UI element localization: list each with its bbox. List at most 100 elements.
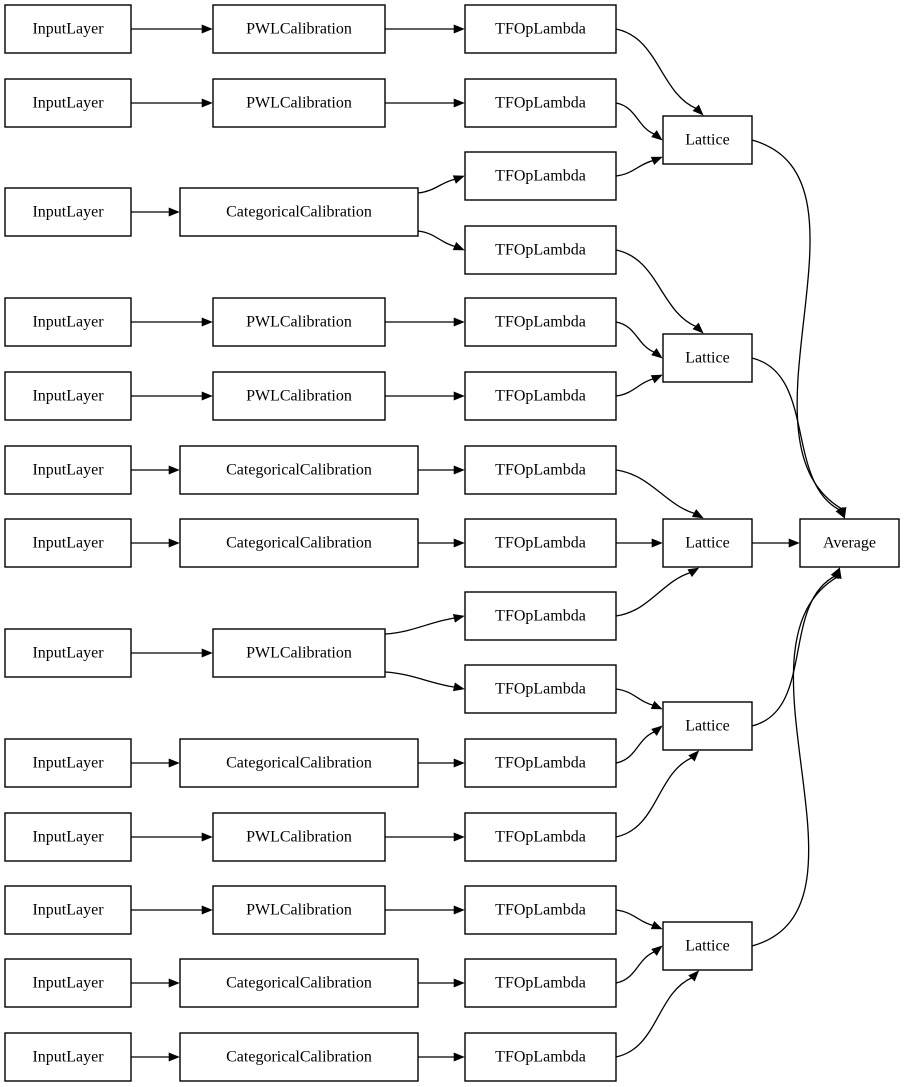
node-pwlcalibration-cal2[interactable]: PWLCalibration (212, 78, 386, 128)
node-box[interactable] (4, 4, 132, 54)
node-tfoplambda-tf13[interactable]: TFOpLambda (464, 885, 617, 935)
node-box[interactable] (799, 518, 900, 568)
node-lattice-lat1[interactable]: Lattice (662, 115, 753, 165)
node-box[interactable] (662, 518, 753, 568)
node-inputlayer-in1[interactable]: InputLayer (4, 4, 132, 54)
node-box[interactable] (4, 518, 132, 568)
node-tfoplambda-tf12[interactable]: TFOpLambda (464, 812, 617, 862)
node-inputlayer-in5[interactable]: InputLayer (4, 371, 132, 421)
node-box[interactable] (179, 1032, 419, 1082)
node-tfoplambda-tf8[interactable]: TFOpLambda (464, 518, 617, 568)
node-inputlayer-in10[interactable]: InputLayer (4, 812, 132, 862)
node-tfoplambda-tf5[interactable]: TFOpLambda (464, 297, 617, 347)
node-tfoplambda-tf9[interactable]: TFOpLambda (464, 591, 617, 641)
node-box[interactable] (212, 812, 386, 862)
node-box[interactable] (464, 151, 617, 201)
node-box[interactable] (4, 628, 132, 678)
node-tfoplambda-tf10[interactable]: TFOpLambda (464, 664, 617, 714)
node-tfoplambda-tf7[interactable]: TFOpLambda (464, 445, 617, 495)
node-box[interactable] (4, 1032, 132, 1082)
node-tfoplambda-tf14[interactable]: TFOpLambda (464, 958, 617, 1008)
node-inputlayer-in8[interactable]: InputLayer (4, 628, 132, 678)
arrowhead-icon (453, 758, 465, 768)
node-tfoplambda-tf1[interactable]: TFOpLambda (464, 4, 617, 54)
node-box[interactable] (464, 664, 617, 714)
node-categoricalcalibration-cal7[interactable]: CategoricalCalibration (179, 518, 419, 568)
node-box[interactable] (662, 921, 753, 971)
node-box[interactable] (212, 371, 386, 421)
node-categoricalcalibration-cal13[interactable]: CategoricalCalibration (179, 1032, 419, 1082)
node-box[interactable] (662, 701, 753, 751)
node-categoricalcalibration-cal9[interactable]: CategoricalCalibration (179, 738, 419, 788)
node-inputlayer-in9[interactable]: InputLayer (4, 738, 132, 788)
node-box[interactable] (179, 738, 419, 788)
node-box[interactable] (4, 297, 132, 347)
node-inputlayer-in12[interactable]: InputLayer (4, 958, 132, 1008)
node-box[interactable] (464, 445, 617, 495)
node-box[interactable] (464, 4, 617, 54)
node-box[interactable] (464, 812, 617, 862)
node-tfoplambda-tf4[interactable]: TFOpLambda (464, 225, 617, 275)
node-box[interactable] (464, 371, 617, 421)
node-box[interactable] (4, 78, 132, 128)
node-box[interactable] (464, 885, 617, 935)
node-categoricalcalibration-cal12[interactable]: CategoricalCalibration (179, 958, 419, 1008)
node-box[interactable] (4, 738, 132, 788)
node-inputlayer-in3[interactable]: InputLayer (4, 187, 132, 237)
node-box[interactable] (464, 591, 617, 641)
node-pwlcalibration-cal10[interactable]: PWLCalibration (212, 812, 386, 862)
node-box[interactable] (4, 371, 132, 421)
node-box[interactable] (212, 885, 386, 935)
node-box[interactable] (179, 187, 419, 237)
node-label: TFOpLambda (495, 95, 586, 112)
node-box[interactable] (464, 958, 617, 1008)
node-tfoplambda-tf3[interactable]: TFOpLambda (464, 151, 617, 201)
node-tfoplambda-tf15[interactable]: TFOpLambda (464, 1032, 617, 1082)
node-box[interactable] (662, 333, 753, 383)
node-box[interactable] (662, 115, 753, 165)
arrowhead-icon (650, 920, 663, 930)
node-inputlayer-in2[interactable]: InputLayer (4, 78, 132, 128)
edge-tfoplambda-to-lattice (615, 945, 663, 984)
node-inputlayer-in6[interactable]: InputLayer (4, 445, 132, 495)
node-categoricalcalibration-cal6[interactable]: CategoricalCalibration (179, 445, 419, 495)
node-box[interactable] (212, 297, 386, 347)
node-tfoplambda-tf2[interactable]: TFOpLambda (464, 78, 617, 128)
node-box[interactable] (464, 1032, 617, 1082)
node-box[interactable] (179, 518, 419, 568)
node-box[interactable] (4, 812, 132, 862)
node-average-avg[interactable]: Average (799, 518, 900, 568)
node-box[interactable] (464, 225, 617, 275)
node-inputlayer-in11[interactable]: InputLayer (4, 885, 132, 935)
node-box[interactable] (212, 628, 386, 678)
node-inputlayer-in13[interactable]: InputLayer (4, 1032, 132, 1082)
node-pwlcalibration-cal11[interactable]: PWLCalibration (212, 885, 386, 935)
node-box[interactable] (464, 297, 617, 347)
node-lattice-lat5[interactable]: Lattice (662, 921, 753, 971)
node-box[interactable] (4, 958, 132, 1008)
edge-tfoplambda-to-lattice (616, 538, 663, 548)
node-box[interactable] (4, 445, 132, 495)
node-box[interactable] (464, 78, 617, 128)
arrowhead-icon (651, 130, 663, 141)
node-pwlcalibration-cal8[interactable]: PWLCalibration (212, 628, 386, 678)
node-lattice-lat3[interactable]: Lattice (662, 518, 753, 568)
node-box[interactable] (212, 4, 386, 54)
node-pwlcalibration-cal4[interactable]: PWLCalibration (212, 297, 386, 347)
node-pwlcalibration-cal5[interactable]: PWLCalibration (212, 371, 386, 421)
node-box[interactable] (464, 738, 617, 788)
node-inputlayer-in4[interactable]: InputLayer (4, 297, 132, 347)
node-box[interactable] (4, 187, 132, 237)
node-box[interactable] (179, 445, 419, 495)
node-pwlcalibration-cal1[interactable]: PWLCalibration (212, 4, 386, 54)
node-box[interactable] (179, 958, 419, 1008)
node-box[interactable] (212, 78, 386, 128)
node-box[interactable] (4, 885, 132, 935)
node-lattice-lat2[interactable]: Lattice (662, 333, 753, 383)
node-lattice-lat4[interactable]: Lattice (662, 701, 753, 751)
node-categoricalcalibration-cal3[interactable]: CategoricalCalibration (179, 187, 419, 237)
node-inputlayer-in7[interactable]: InputLayer (4, 518, 132, 568)
node-box[interactable] (464, 518, 617, 568)
node-tfoplambda-tf6[interactable]: TFOpLambda (464, 371, 617, 421)
node-tfoplambda-tf11[interactable]: TFOpLambda (464, 738, 617, 788)
